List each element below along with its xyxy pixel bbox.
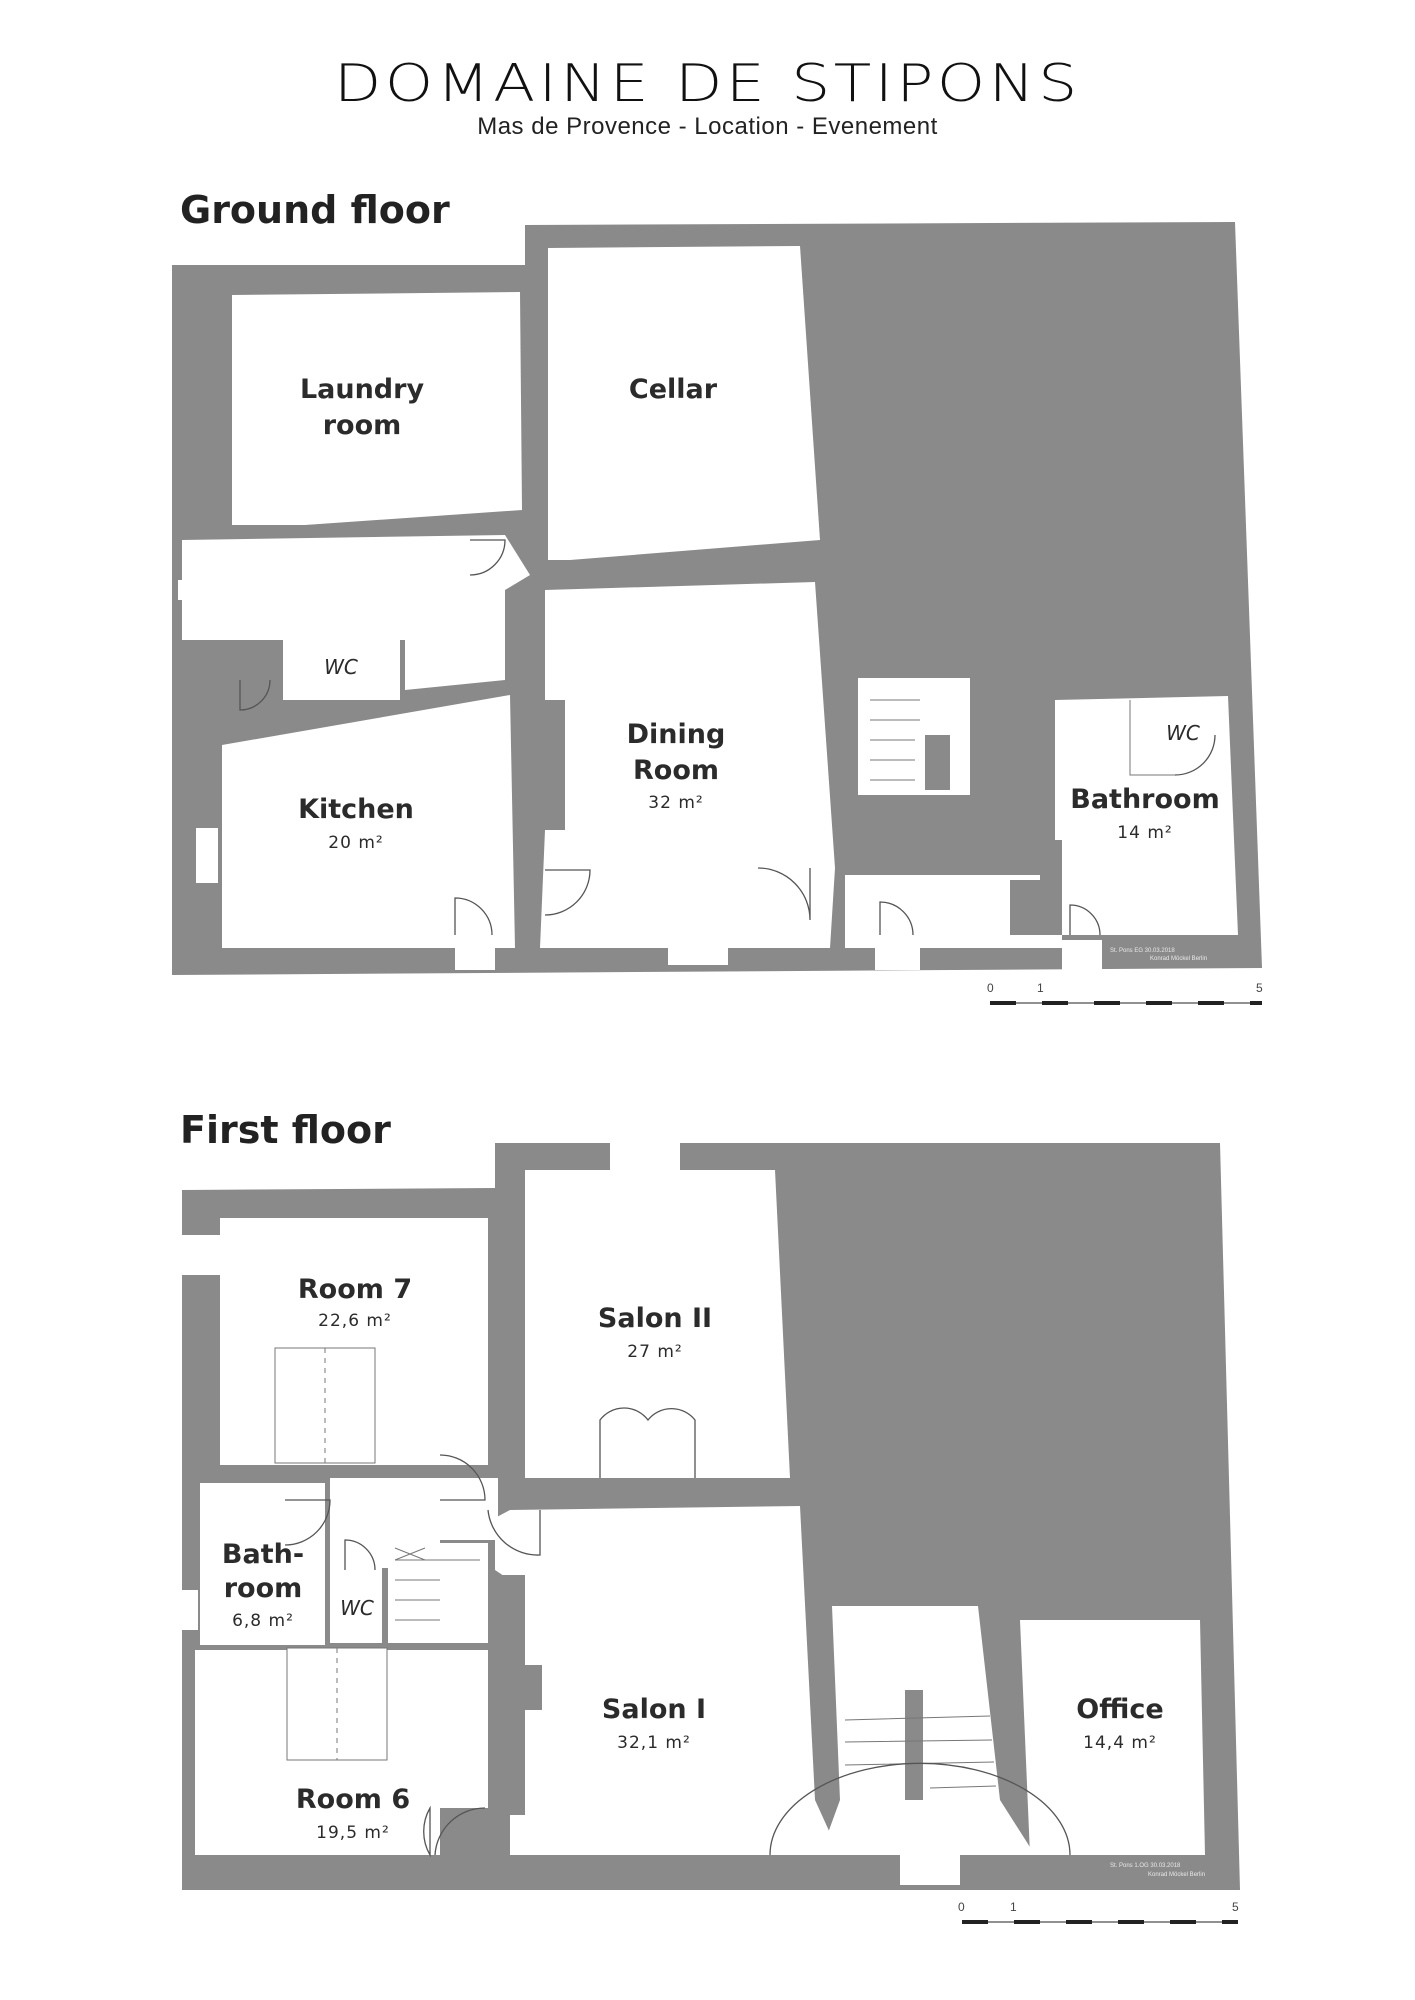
ground-stamp-line2: Konrad Möckel Berlin (1150, 956, 1207, 962)
first-bathroom (200, 1483, 325, 1645)
first-small-stair (388, 1543, 488, 1643)
first-bathroom-area: 6,8 m² (232, 1611, 294, 1631)
cellar-room (548, 246, 820, 560)
ground-floor-title: Ground floor (180, 188, 450, 232)
ground-scale-1: 1 (1037, 981, 1044, 995)
first-bathroom-label-line1: Bath- (222, 1539, 304, 1570)
salon-2-area: 27 m² (627, 1342, 682, 1362)
salon-2 (525, 1170, 790, 1478)
office-label: Office (1076, 1694, 1163, 1725)
kitchen-room (222, 695, 515, 948)
first-scale-0: 0 (958, 1900, 965, 1914)
first-scale-1: 1 (1010, 1900, 1017, 1914)
first-stairwell (820, 1606, 1035, 1855)
ground-scale-5: 5 (1256, 981, 1263, 995)
brand-header: DOMAINE DE STIPONS Mas de Provence - Loc… (0, 55, 1415, 141)
first-wc-label: WC (340, 1596, 374, 1620)
wc-right-room (1138, 700, 1226, 775)
ground-scale-bar: 0 1 5 (987, 981, 1263, 1005)
dining-room-label-line1: Dining (627, 719, 726, 750)
bathroom-area: 14 m² (1117, 823, 1172, 843)
first-stamp-line1: St. Pons 1.OG 30.03.2018 (1110, 1863, 1181, 1869)
brand-logo-title: DOMAINE DE STIPONS (334, 54, 1081, 114)
wc-right-label: WC (1166, 721, 1200, 745)
office-room (1020, 1620, 1205, 1855)
wc-left-label: WC (324, 655, 358, 679)
laundry-room-label-line2: room (323, 410, 402, 441)
dining-room-area: 32 m² (648, 793, 703, 813)
brand-subtitle: Mas de Provence - Location - Evenement (477, 113, 938, 140)
room-6-area: 19,5 m² (316, 1823, 390, 1843)
cellar-label: Cellar (629, 374, 718, 405)
ground-stairwell (858, 678, 970, 795)
ground-lower-passage (845, 875, 1062, 948)
first-floor-title: First floor (180, 1108, 391, 1152)
salon-1-label: Salon I (602, 1694, 706, 1725)
salon-1 (495, 1506, 840, 1855)
room-6-label: Room 6 (296, 1784, 410, 1815)
first-bathroom-label-line2: room (224, 1573, 303, 1604)
salon-1-area: 32,1 m² (617, 1733, 691, 1753)
first-scale-5: 5 (1232, 1900, 1239, 1914)
laundry-room (232, 292, 522, 525)
ground-hallway (182, 535, 530, 690)
office-area: 14,4 m² (1083, 1733, 1157, 1753)
room-7-area: 22,6 m² (318, 1311, 392, 1331)
dining-room (540, 582, 835, 948)
first-wc-room (330, 1543, 382, 1643)
first-stamp-line2: Konrad Möckel Berlin (1148, 1872, 1205, 1878)
ground-stamp-line1: St. Pons EG 30.03.2018 (1110, 948, 1175, 954)
laundry-room-label-line1: Laundry (300, 374, 425, 405)
kitchen-label: Kitchen (298, 794, 414, 825)
wc-left-room (283, 640, 400, 700)
kitchen-area: 20 m² (328, 833, 383, 853)
ground-scale-0: 0 (987, 981, 994, 995)
salon-2-label: Salon II (598, 1303, 712, 1334)
dining-room-label-line2: Room (633, 755, 719, 786)
first-scale-bar: 0 1 5 (958, 1900, 1239, 1924)
first-floor-plan: Room 7 22,6 m² Salon II 27 m² Bath- room… (182, 1142, 1240, 1924)
ground-floor-plan: Laundry room Cellar WC Dining Room 32 m²… (172, 222, 1263, 1005)
bathroom-label: Bathroom (1070, 784, 1219, 815)
room-7-label: Room 7 (298, 1274, 412, 1305)
